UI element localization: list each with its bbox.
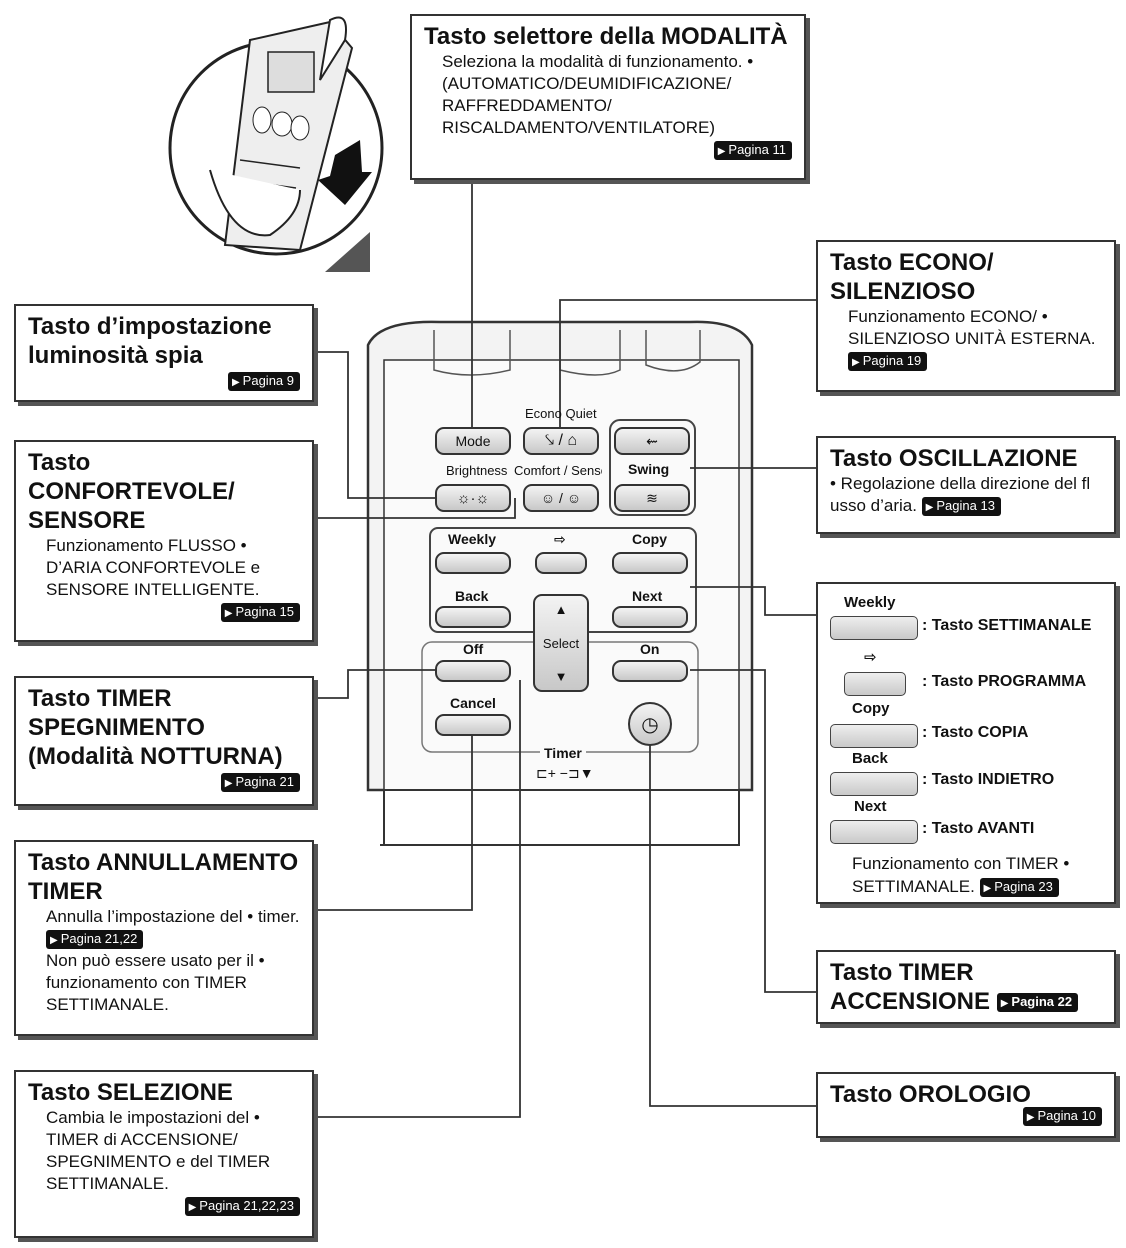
back-button[interactable] <box>435 606 511 628</box>
legend-program-label: ⇨ <box>864 649 877 666</box>
swing-callout: Tasto OSCILLAZIONE • Regolazione della d… <box>816 436 1116 534</box>
clock-button[interactable]: ◷ <box>628 702 672 746</box>
mode-callout-title: Tasto selettore della MODALITÀ <box>424 23 788 50</box>
program-button[interactable] <box>535 552 587 574</box>
comfort-sensor-button[interactable]: ☺ / ☺ <box>523 484 599 512</box>
legend-copy-desc: : Tasto COPIA <box>922 724 1029 741</box>
off-timer-callout-title: Tasto TIMER SPEGNIMENTO (Modalità NOTTUR… <box>28 685 283 770</box>
select-label: Select <box>542 635 580 651</box>
swing-up-button[interactable]: ⇜ <box>614 427 690 455</box>
off-button[interactable] <box>435 660 511 682</box>
clock-callout: Tasto OROLOGIO Pagina 10 <box>816 1072 1116 1138</box>
swing-callout-desc: • Regolazione della direzione del fl uss… <box>830 474 1091 515</box>
comfort-page-ref: Pagina 15 <box>220 603 300 622</box>
arrow-down-icon: ▼ <box>554 669 568 684</box>
legend-weekly-icon <box>830 616 918 640</box>
econo-callout-title: Tasto ECONO/ SILENZIOSO <box>830 249 994 305</box>
cancel-label: Cancel <box>450 695 496 711</box>
brightness-label: Brightness <box>446 463 508 478</box>
legend-weekly-desc: : Tasto SETTIMANALE <box>922 617 1092 634</box>
legend-back-label: Back <box>852 750 888 767</box>
legend-copy-icon <box>830 724 918 748</box>
select-callout-desc: Cambia le impostazioni del • TIMER di AC… <box>46 1108 271 1193</box>
on-button[interactable] <box>612 660 688 682</box>
legend-back-desc: : Tasto INDIETRO <box>922 771 1055 788</box>
legend-program-desc: : Tasto PROGRAMMA <box>922 673 1087 690</box>
select-page-ref: Pagina 21,22,23 <box>184 1197 300 1216</box>
legend-desc: Funzionamento con TIMER • SETTIMANALE. <box>852 854 1070 896</box>
swing-page-ref: Pagina 13 <box>921 497 1001 517</box>
comfort-callout-title: Tasto CONFORTEVOLE/ SENSORE <box>28 449 235 534</box>
back-label: Back <box>455 588 489 604</box>
cancel-callout-title: Tasto ANNULLAMENTO TIMER <box>28 849 299 905</box>
select-callout-title: Tasto SELEZIONE <box>28 1079 233 1106</box>
econo-callout: Tasto ECONO/ SILENZIOSO Funzionamento EC… <box>816 240 1116 392</box>
legend-next-icon <box>830 820 918 844</box>
legend-weekly-label: Weekly <box>844 594 896 611</box>
weekly-label: Weekly <box>448 531 496 547</box>
legend-program-icon <box>844 672 906 696</box>
econo-quiet-button[interactable]: ⤥ / ⌂ <box>523 427 599 455</box>
weekly-button[interactable] <box>435 552 511 574</box>
off-label: Off <box>463 641 484 657</box>
battery-icon: ⊏+ −⊐▼ <box>536 765 594 781</box>
cancel-callout-desc1: Annulla l’impostazione del • timer. <box>46 907 300 926</box>
swing-down-button[interactable]: ≋ <box>614 484 690 512</box>
next-button[interactable] <box>612 606 688 628</box>
off-timer-page-ref: Pagina 21 <box>220 773 300 792</box>
clock-icon: ◷ <box>641 713 659 736</box>
cancel-page-ref: Pagina 21,22 <box>46 930 144 950</box>
comfort-sensor-label: Comfort / Sensor <box>514 463 602 478</box>
swing-label: Swing <box>628 461 670 477</box>
legend-next-label: Next <box>854 798 887 815</box>
brightness-callout-title: Tasto d’impostazione luminosità spia <box>28 313 272 369</box>
econo-callout-desc: Funzionamento ECONO/ • SILENZIOSO UNITÀ … <box>848 307 1096 348</box>
legend-page-ref: Pagina 23 <box>979 878 1059 898</box>
brightness-button[interactable]: ☼·☼ <box>435 484 511 512</box>
comfort-callout: Tasto CONFORTEVOLE/ SENSORE Funzionament… <box>14 440 314 642</box>
brightness-callout: Tasto d’impostazione luminosità spia Pag… <box>14 304 314 402</box>
cancel-callout-desc2: Non può essere usato per il • funzioname… <box>46 951 265 1014</box>
legend-copy-label: Copy <box>852 700 890 717</box>
copy-label: Copy <box>632 531 667 547</box>
legend-next-desc: : Tasto AVANTI <box>922 820 1035 837</box>
mode-page-ref: Pagina 11 <box>713 141 792 160</box>
comfort-callout-desc: Funzionamento FLUSSO • D’ARIA CONFORTEVO… <box>46 536 261 599</box>
timer-label: Timer <box>540 745 586 761</box>
cancel-button[interactable] <box>435 714 511 736</box>
brightness-page-ref: Pagina 9 <box>227 372 300 391</box>
econo-quiet-label: Econo Quiet <box>525 406 597 421</box>
weekly-legend-callout: Weekly : Tasto SETTIMANALE ⇨ : Tasto PRO… <box>816 582 1116 904</box>
mode-button[interactable]: Mode <box>435 427 511 455</box>
on-timer-page-ref: Pagina 22 <box>996 993 1079 1013</box>
next-label: Next <box>632 588 663 604</box>
legend-back-icon <box>830 772 918 796</box>
arrow-up-icon: ▲ <box>554 602 568 617</box>
select-callout: Tasto SELEZIONE Cambia le impostazioni d… <box>14 1070 314 1238</box>
on-timer-callout: Tasto TIMER ACCENSIONE Pagina 22 <box>816 950 1116 1024</box>
copy-button[interactable] <box>612 552 688 574</box>
program-label: ⇨ <box>554 531 566 547</box>
mode-callout-desc: Seleziona la modalità di funzionamento. … <box>442 52 754 137</box>
clock-callout-title: Tasto OROLOGIO <box>830 1081 1031 1108</box>
select-button[interactable]: ▲ Select ▼ <box>533 594 589 692</box>
on-timer-callout-title: Tasto TIMER ACCENSIONE <box>830 959 991 1015</box>
off-timer-callout: Tasto TIMER SPEGNIMENTO (Modalità NOTTUR… <box>14 676 314 806</box>
swing-callout-title: Tasto OSCILLAZIONE <box>830 445 1078 472</box>
cancel-callout: Tasto ANNULLAMENTO TIMER Annulla l’impos… <box>14 840 314 1036</box>
leader-lines <box>314 180 816 1118</box>
clock-page-ref: Pagina 10 <box>1022 1107 1102 1126</box>
hand-illustration <box>168 16 384 272</box>
econo-page-ref: Pagina 19 <box>848 352 928 372</box>
mode-callout: Tasto selettore della MODALITÀ Seleziona… <box>410 14 806 180</box>
on-label: On <box>640 641 660 657</box>
